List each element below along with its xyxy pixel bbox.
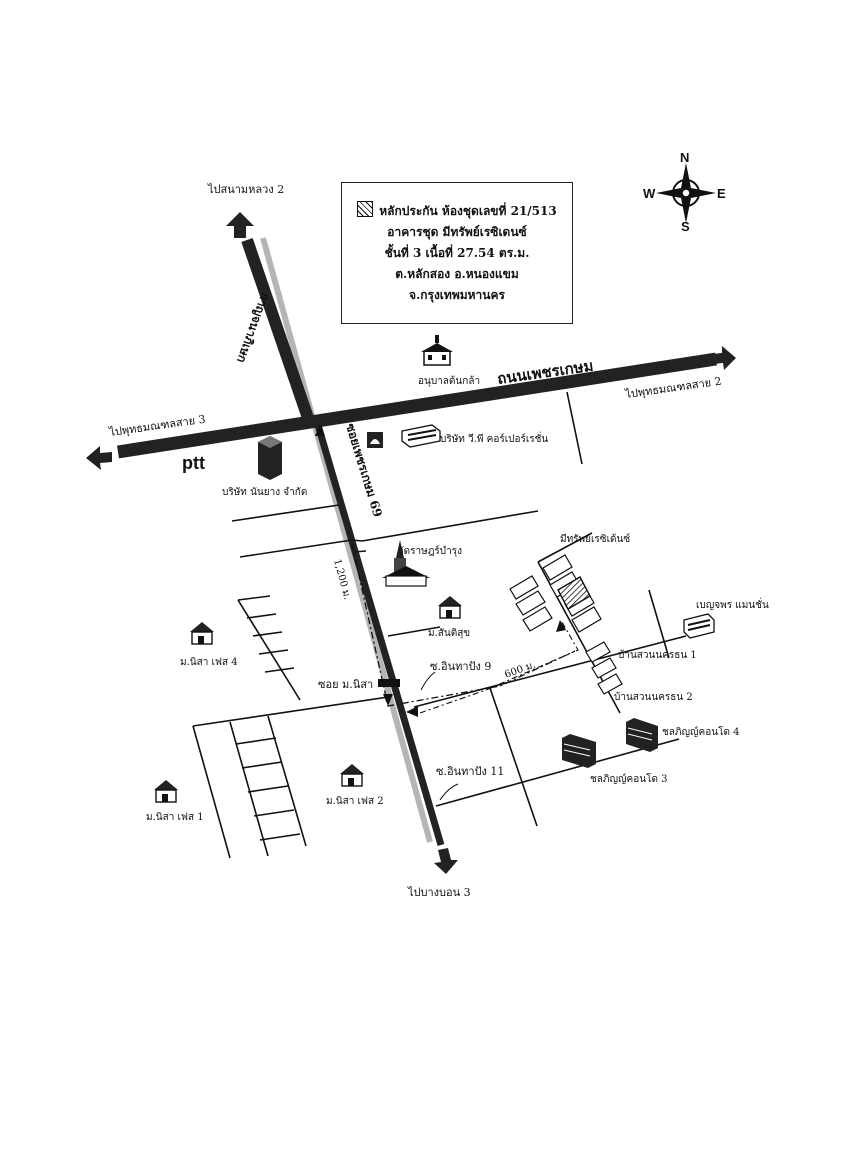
curve-inthaprom9: [420, 671, 436, 691]
rail-line: [260, 237, 433, 843]
label-mee-sap: มีทรัพย์เรซิเด้นซ์: [560, 533, 630, 545]
curve-inthaprom11: [439, 783, 459, 801]
label-vp-corp: บริษัท วี.พี คอร์เปอร์เรชั่น: [440, 431, 548, 445]
label-to-bang-bon: ไปบางบอน 3: [407, 886, 471, 899]
shell-icon: [367, 432, 383, 448]
residence-blocks: [509, 554, 623, 695]
label-benchaporn: เบญจพร แมนชั่น: [696, 597, 769, 611]
compass-s: S: [681, 219, 690, 234]
house-icon-santisuk: [438, 596, 462, 619]
svg-text:ptt: ptt: [182, 453, 205, 473]
label-to-sanam-luang: ไปสนามหลวง 2: [207, 183, 284, 196]
label-nisa4: ม.นิสา เฟส 4: [180, 657, 238, 668]
label-suan2: บ้านสวนนครธน 2: [614, 691, 693, 703]
label-distance-600: 600 ม.: [503, 660, 537, 681]
route-arrow-down: [383, 694, 393, 706]
main-road-soi69: [314, 424, 445, 846]
arrow-east: [712, 346, 736, 370]
label-to-phutthamonthon2: ไปพุทธมณฑลสาย 2: [624, 375, 723, 401]
house-icon-nisa4: [190, 622, 214, 645]
junction-marker: [378, 679, 400, 687]
legend-line2: อาคารชุด มีทรัพย์เรซิเดนซ์: [387, 225, 527, 239]
label-inthaprom9: ซ.อินทาปัง 9: [430, 660, 491, 673]
building-icon: [258, 436, 282, 480]
arrow-west: [86, 446, 112, 470]
label-santisuk: ม.สันติสุข: [428, 628, 470, 639]
school-icon: [421, 335, 453, 366]
house-icon-nisa1: [154, 780, 178, 803]
label-kanchanaphisek-road: กาญจนาภิเษก: [234, 291, 272, 365]
building-icon-chonlaphin3: [562, 734, 596, 768]
label-nisa1: ม.นิสา เฟส 1: [146, 812, 204, 823]
label-chonlaphin3: ชลภิญญ์คอนโด 3: [590, 772, 668, 785]
phetkasem-road: [117, 352, 717, 459]
route-path: [351, 543, 576, 707]
building-icon-benchaporn: [683, 613, 715, 639]
house-icon-nisa2: [340, 764, 364, 787]
temple-icon: [382, 540, 430, 587]
arrow-north: [226, 212, 254, 238]
label-nanyang: บริษัท นันยาง จำกัด: [222, 487, 307, 498]
compass-e: E: [717, 186, 726, 201]
legend-box: หลักประกัน ห้องชุดเลขที่ 21/513 อาคารชุด…: [341, 182, 573, 324]
route-arrow-up: [315, 424, 325, 436]
compass-n: N: [680, 150, 689, 165]
label-inthaprom11: ซ.อินทาปัง 11: [436, 765, 504, 778]
legend-line3: ชั้นที่ 3 เนื้อที่ 27.54 ตร.ม.: [384, 246, 530, 260]
label-nisa2: ม.นิสา เฟส 2: [326, 796, 384, 807]
label-suan1: บ้านสวนนครธน 1: [618, 649, 697, 661]
route-arrow-left: [406, 706, 418, 717]
building-icon-vp: [401, 424, 441, 448]
hatched-target-icon: [557, 576, 591, 610]
label-soi-nisa: ซอย ม.นิสา: [318, 678, 373, 691]
arrow-south: [434, 848, 458, 874]
compass-w: W: [643, 186, 656, 201]
label-chonlaphin4: ชลภิญญ์คอนโด 4: [662, 725, 740, 738]
legend-line1: หลักประกัน ห้องชุดเลขที่ 21/513: [379, 204, 557, 218]
legend-line4: ต.หลักสอง อ.หนองแขม: [395, 267, 519, 281]
route-path-2: [419, 621, 579, 714]
compass-rose-icon: [656, 163, 716, 223]
building-icon-chonlaphin4: [626, 718, 658, 752]
ptt-logo: ptt: [182, 453, 205, 473]
main-road-north: [241, 238, 314, 420]
hatched-legend-icon: [357, 201, 374, 217]
label-distance-1200: 1,200 ม.: [331, 558, 352, 601]
route-arrow-target: [556, 620, 566, 632]
label-kindergarten: อนุบาลต้นกล้า: [418, 375, 480, 387]
legend-line5: จ.กรุงเทพมหานคร: [409, 288, 505, 302]
label-wat: วัดราษฎร์บำรุง: [398, 545, 462, 557]
